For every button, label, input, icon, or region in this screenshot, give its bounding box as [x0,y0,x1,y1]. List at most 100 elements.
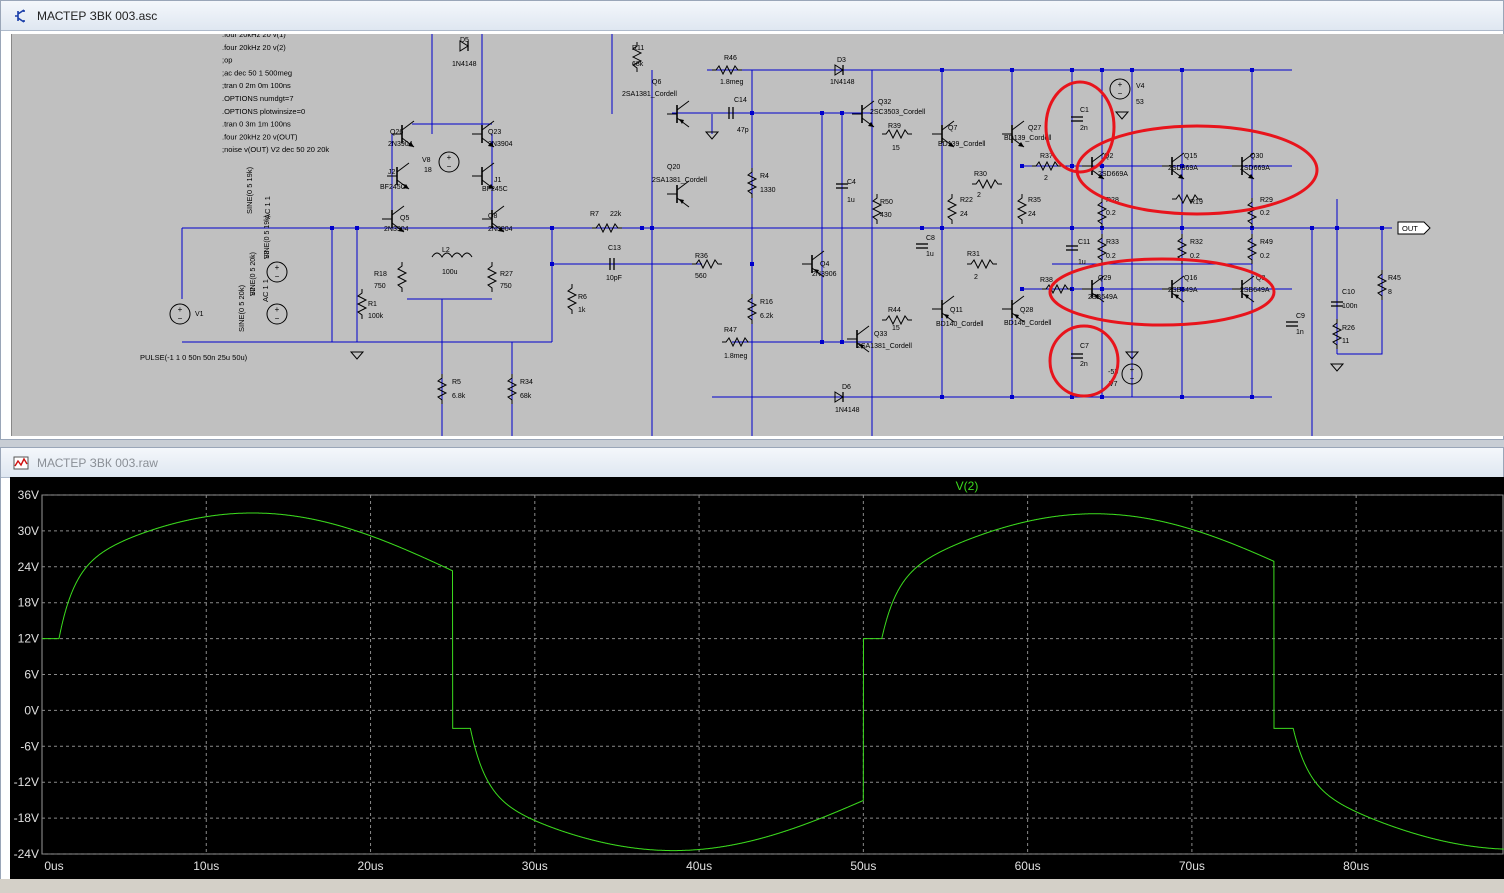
resistor-symbol[interactable] [746,168,758,198]
resistor-symbol[interactable] [592,222,622,234]
transistor-arrow [1014,314,1019,319]
resistor-symbol[interactable] [1042,283,1072,295]
diode-icon[interactable] [834,391,844,403]
v2-ac-label: AC 1 1 [261,279,270,302]
component-ref-r46: R46 [724,55,737,62]
transistor-arrow [1098,174,1104,179]
component-ref-r31: R31 [967,251,980,258]
component-value-c13: 10pF [606,275,622,282]
resistor-symbol[interactable] [1016,194,1028,224]
junction-dot [940,395,944,399]
waveform-titlebar[interactable]: МАСТЕР ЗВК 003.raw [1,448,1503,478]
component-value-v8: 18 [424,167,432,174]
component-ref-j2: J2 [388,169,396,176]
resistor-symbol[interactable] [506,374,518,404]
voltage-source-icon[interactable] [438,151,460,173]
resistor-symbol[interactable] [712,64,742,76]
component-ref-r33: R33 [1106,239,1119,246]
resistor-symbol[interactable] [882,128,912,140]
resistor-symbol[interactable] [1246,234,1258,264]
resistor-symbol[interactable] [871,194,883,224]
resistor-symbol[interactable] [1172,193,1202,205]
resistor-symbol[interactable] [1331,319,1343,349]
component-ref-r7: R7 [590,211,599,218]
schematic-drawing[interactable]: .four 20kHz 20 v(1).four 20kHz 20 v(2);o… [12,34,1504,436]
x-tick-label: 30us [522,859,548,873]
transistor-emitter [811,267,825,278]
resistor-symbol[interactable] [436,374,448,404]
inductor-icon[interactable] [431,252,473,258]
resistor-symbol[interactable] [1096,234,1108,264]
component-value-r37: 2 [1044,175,1048,182]
component-ref-q23: Q23 [488,129,501,136]
component-value-j1: BF245C [482,186,508,193]
net-label-out[interactable] [1397,221,1431,235]
junction-dot [1180,226,1184,230]
resistor-symbol[interactable] [692,258,722,270]
component-ref-v1: V1 [195,311,204,318]
component-value-r1: 100k [368,313,384,320]
voltage-source-icon[interactable] [266,261,288,283]
resistor-symbol[interactable] [972,178,1002,190]
component-value-r4: 1330 [760,187,776,194]
highlight-c1-ellipse [1044,80,1116,174]
component-ref-r16: R16 [760,299,773,306]
voltage-source-icon[interactable] [169,303,191,325]
component-ref-c4: C4 [847,179,856,186]
resistor-symbol[interactable] [486,262,498,292]
component-value-q23: 2N3904 [488,141,513,148]
component-ref-v7: V7 [1109,381,1118,388]
resistor-symbol[interactable] [967,258,997,270]
y-tick-label: -12V [14,775,39,789]
resistor-symbol[interactable] [1246,198,1258,228]
resistor-symbol[interactable] [631,42,643,72]
highlight-pnp-outputs-ellipse [1048,257,1276,327]
resistor-symbol[interactable] [1032,160,1062,172]
y-tick-label: 6V [24,668,39,682]
voltage-source-icon[interactable] [1121,363,1143,385]
resistor-symbol[interactable] [722,336,749,348]
resistor-symbol[interactable] [1096,198,1108,228]
resistor-symbol[interactable] [946,194,958,224]
resistor-symbol[interactable] [396,262,408,292]
voltage-source-icon[interactable] [1109,78,1131,100]
component-ref-c1: C1 [1080,107,1089,114]
transistor-collector [1241,152,1255,163]
schematic-titlebar[interactable]: МАСТЕР ЗВК 003.asc [1,1,1503,31]
component-ref-q4: Q4 [820,261,829,268]
component-value-q2: 2SD669A [1098,171,1128,178]
component-value-c8: 1u [926,251,934,258]
minus-glyph: − [275,272,280,281]
component-value-r6: 1k [578,307,586,314]
component-ref-r1: R1 [368,301,377,308]
x-tick-label: 80us [1343,859,1369,873]
transistor-collector [1011,295,1025,306]
resistor-symbol[interactable] [1376,270,1388,300]
v1-pulse-label: PULSE(-1 1 0 50n 50n 25u 50u) [140,353,248,362]
voltage-source-icon[interactable] [266,303,288,325]
component-value-r11: 68k [632,61,644,68]
component-ref-q7: Q7 [948,125,957,132]
resistor-symbol[interactable] [566,284,578,314]
resistor-symbol[interactable] [882,314,912,326]
transistor-arrow [679,119,684,124]
component-value-r39: 15 [892,145,900,152]
y-tick-label: -6V [20,739,39,753]
resistor-symbol[interactable] [356,289,368,319]
component-ref-v8: V8 [422,157,431,164]
component-ref-r49: R49 [1260,239,1273,246]
schematic-canvas[interactable]: .four 20kHz 20 v(1).four 20kHz 20 v(2);o… [11,34,1504,436]
trace-name-label[interactable]: V(2) [956,479,979,493]
transistor-emitter [941,312,955,323]
x-tick-label: 10us [193,859,219,873]
diode-icon[interactable] [834,64,844,76]
diode-icon[interactable] [459,40,469,52]
window-splitter[interactable] [0,440,1504,447]
net-label-out-text: OUT [1402,224,1418,233]
resistor-symbol[interactable] [746,294,758,324]
component-ref-d5: D5 [460,37,469,44]
